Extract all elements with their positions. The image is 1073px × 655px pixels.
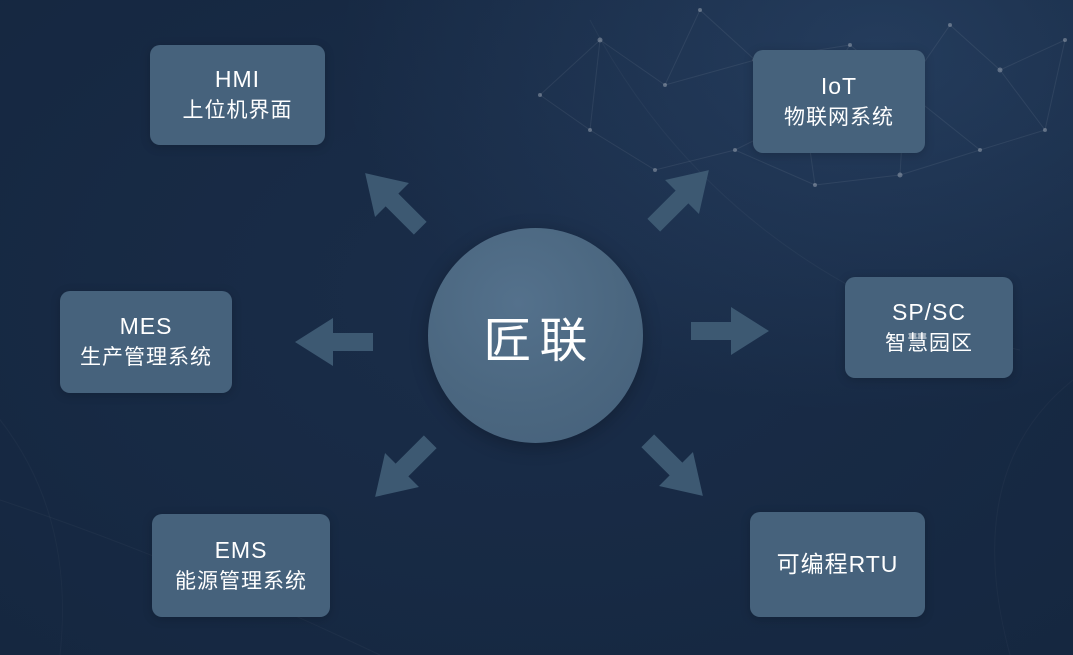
- node-hmi-subtitle: 上位机界面: [182, 99, 293, 123]
- node-spsc-subtitle: 智慧园区: [885, 331, 973, 355]
- center-label: 匠联: [483, 314, 596, 368]
- node-mes-title: MES: [119, 313, 173, 340]
- node-spsc-title: SP/SC: [891, 298, 967, 325]
- node-rtu: 可编程RTU: [750, 512, 925, 617]
- node-spsc: SP/SC 智慧园区: [845, 277, 1013, 378]
- node-iot-subtitle: 物联网系统: [784, 105, 894, 129]
- center-node: 匠联: [428, 228, 643, 443]
- node-rtu-title: 可编程RTU: [776, 550, 899, 577]
- node-ems: EMS 能源管理系统: [152, 514, 330, 617]
- arrow-to-mes-icon: [295, 318, 373, 366]
- node-mes-subtitle: 生产管理系统: [80, 346, 212, 370]
- node-iot: IoT 物联网系统: [753, 50, 925, 153]
- arrow-to-hmi-icon: [365, 173, 427, 235]
- node-hmi: HMI 上位机界面: [150, 45, 325, 145]
- node-ems-title: EMS: [214, 536, 268, 563]
- arrow-to-iot-icon: [647, 170, 709, 232]
- node-ems-subtitle: 能源管理系统: [175, 569, 307, 593]
- node-mes: MES 生产管理系统: [60, 291, 232, 393]
- arrow-to-rtu-icon: [641, 434, 703, 496]
- node-iot-title: IoT: [820, 72, 858, 99]
- arrow-to-spsc-icon: [691, 307, 769, 355]
- node-hmi-title: HMI: [214, 66, 261, 93]
- arrow-to-ems-icon: [375, 435, 437, 497]
